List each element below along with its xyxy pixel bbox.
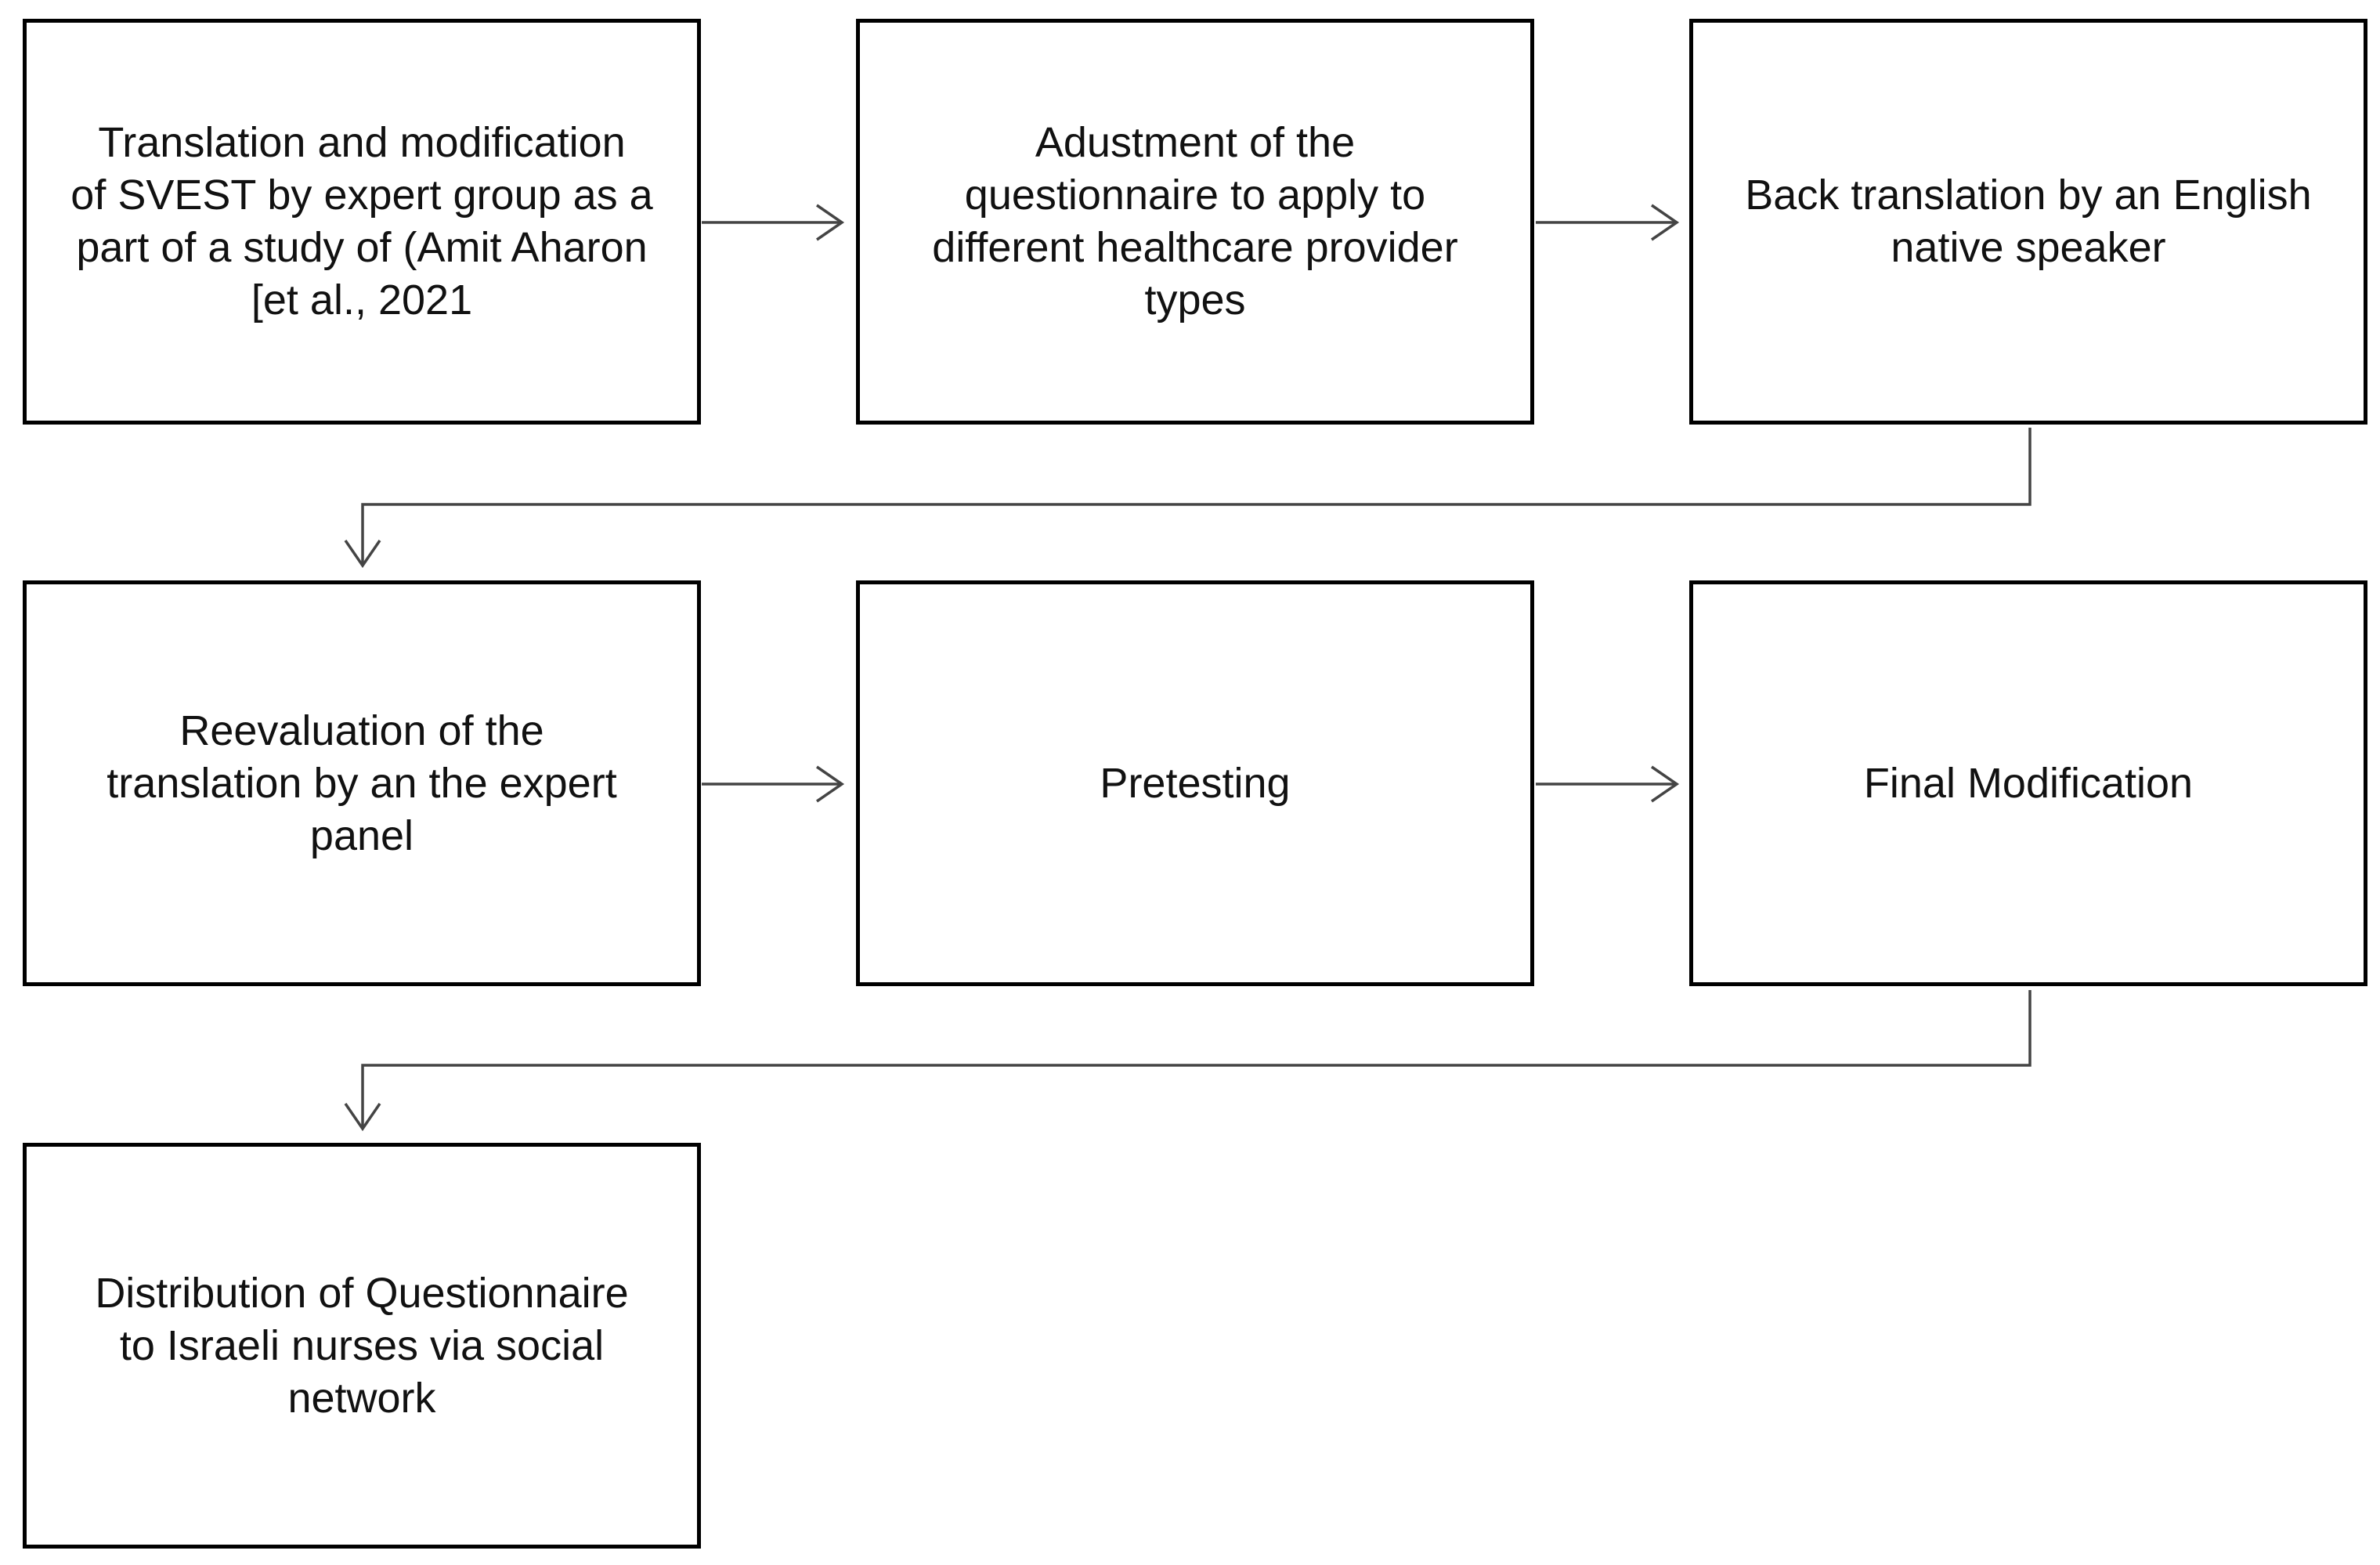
arrow-step-5-to-step-6	[1536, 765, 1680, 803]
step-label: Adustment of the questionnaire to apply …	[932, 119, 1458, 323]
step-box-reevaluation: Reevaluation of the translation by an th…	[23, 580, 701, 986]
arrow-step-1-to-step-2	[702, 204, 845, 241]
step-label: Translation and modification of SVEST by…	[70, 119, 653, 323]
arrow-step-2-to-step-3	[1536, 204, 1680, 241]
arrow-step-6-to-step-7	[344, 990, 2031, 1132]
step-box-adjustment-of-questionnaire: Adustment of the questionnaire to apply …	[856, 19, 1534, 425]
step-label: Back translation by an English native sp…	[1745, 172, 2312, 271]
step-label: Reevaluation of the translation by an th…	[107, 707, 617, 859]
step-label: Distribution of Questionnaire to Israeli…	[95, 1269, 629, 1422]
step-box-pretesting: Pretesting	[856, 580, 1534, 986]
step-label: Final Modification	[1863, 759, 2194, 807]
step-box-translation-and-modification: Translation and modification of SVEST by…	[23, 19, 701, 425]
step-box-distribution: Distribution of Questionnaire to Israeli…	[23, 1143, 701, 1549]
arrow-step-4-to-step-5	[702, 765, 845, 803]
step-box-back-translation: Back translation by an English native sp…	[1689, 19, 2367, 425]
step-label: Pretesting	[1100, 759, 1291, 807]
step-box-final-modification: Final Modification	[1689, 580, 2367, 986]
arrow-step-3-to-step-4	[344, 428, 2031, 569]
